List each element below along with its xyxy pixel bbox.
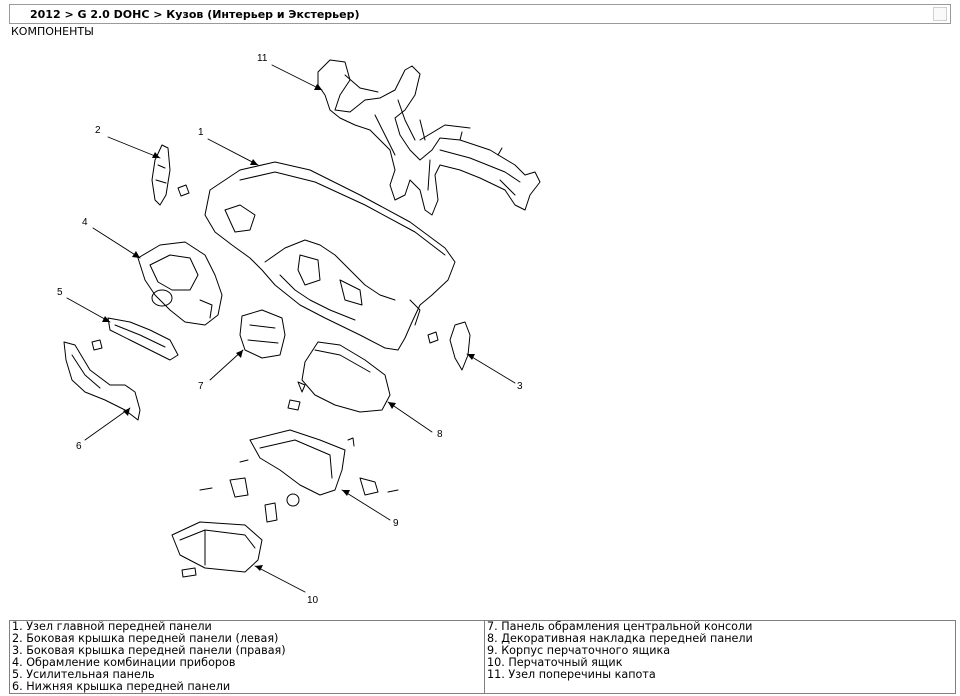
breadcrumb-bar: 2012 > G 2.0 DOHC > Кузов (Интерьер и Эк… [9,4,951,24]
legend-item: 3. Боковая крышка передней панели (права… [12,644,286,657]
breadcrumb: 2012 > G 2.0 DOHC > Кузов (Интерьер и Эк… [30,8,360,21]
legend-item: 2. Боковая крышка передней панели (левая… [12,632,279,645]
legend-item: 10. Перчаточный ящик [487,656,623,669]
legend-right-column: 7. Панель обрамления центральной консоли… [484,620,956,694]
callout-4: 4 [82,217,88,228]
callout-5: 5 [57,287,63,298]
part-10-glove-box [171,521,263,578]
part-1-main-crash-pad [204,161,456,351]
legend-table: 1. Узел главной передней панели 2. Боков… [9,620,956,694]
callout-7: 7 [198,381,204,392]
legend-item: 5. Усилительная панель [12,668,155,681]
callout-8: 8 [437,429,443,440]
callout-10: 10 [307,595,319,606]
arrowheads [102,84,475,571]
callout-1: 1 [198,127,204,138]
legend-item: 6. Нижняя крышка передней панели [12,680,231,693]
leader-lines [66,64,516,593]
callout-2: 2 [95,125,101,136]
legend-item: 9. Корпус перчаточного ящика [487,644,671,657]
part-2-left-side-cover [151,144,190,206]
legend-item: 8. Декоративная накладка передней панели [487,632,753,645]
legend-item: 1. Узел главной передней панели [12,620,212,633]
part-9-glove-box-housing [199,429,399,523]
callout-3: 3 [517,381,523,392]
part-5-reinforcement-panel [91,317,179,361]
legend-left-column: 1. Узел главной передней панели 2. Боков… [9,620,485,694]
section-title: КОМПОНЕНТЫ [11,25,94,38]
callout-6: 6 [76,441,82,452]
callout-9: 9 [393,518,399,529]
expand-button[interactable] [933,7,947,21]
part-4-cluster-fascia [137,241,223,326]
part-7-center-fascia [239,309,286,359]
legend-item: 7. Панель обрамления центральной консоли [487,620,753,633]
part-11-cowl-crossbar [317,59,541,216]
exploded-parts-diagram: 11 2 1 4 5 6 7 8 3 9 10 [57,53,541,606]
legend-item: 11. Узел поперечины капота [487,668,656,681]
part-3-right-side-cover [427,321,471,371]
part-8-garnish [287,341,391,413]
callout-11: 11 [257,53,268,64]
part-6-lower-cover [63,341,141,421]
legend-item: 4. Обрамление комбинации приборов [12,656,236,669]
